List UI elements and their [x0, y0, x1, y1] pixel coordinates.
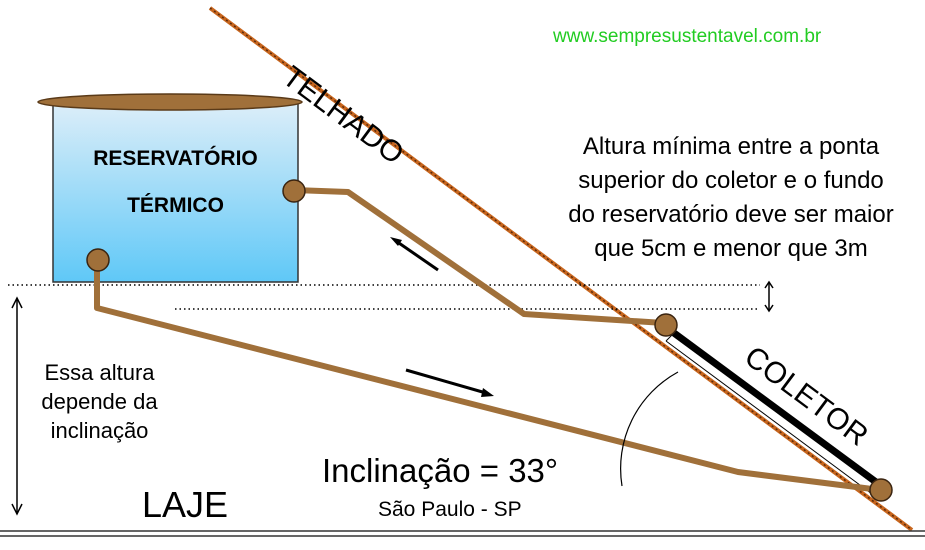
hot-flow-arrow: [390, 237, 439, 272]
slab-line: [0, 530, 925, 537]
slab-label: LAJE: [142, 484, 229, 525]
location-label: São Paulo - SP: [378, 498, 522, 521]
height-note-line2: depende da: [41, 389, 158, 414]
cold-water-pipe: [94, 261, 881, 493]
minimum-height-note-line2: superior do coletor e o fundo: [578, 167, 884, 194]
reservoir-label: RESERVATÓRIO TÉRMICO: [58, 135, 293, 229]
height-note-line1: Essa altura: [44, 360, 155, 385]
minimum-height-note-line3: do reservatório deve ser maior: [568, 201, 894, 228]
minimum-height-note-line1: Altura mínima entre a ponta: [582, 133, 880, 160]
collector-top-connector: [654, 313, 678, 337]
tank-hot-inlet: [282, 179, 306, 203]
height-note: Essa altura depende da inclinação: [27, 358, 172, 445]
reservoir-label-line1: RESERVATÓRIO: [93, 147, 258, 170]
collector-bottom-connector: [869, 478, 893, 502]
tank-cold-outlet: [86, 248, 110, 272]
min-height-arrow: [764, 280, 774, 313]
height-arrow: [11, 296, 23, 516]
minimum-height-note-line4: que 5cm e menor que 3m: [594, 235, 868, 262]
minimum-height-note: Altura mínima entre a ponta superior do …: [526, 130, 925, 266]
inclination-angle-arc: [620, 371, 679, 487]
reservoir-lid: [37, 93, 303, 111]
cold-flow-arrow: [405, 368, 494, 397]
website-url[interactable]: www.sempresustentavel.com.br: [553, 26, 822, 47]
reservoir-label-line2: TÉRMICO: [127, 194, 224, 217]
roof-line: [208, 6, 914, 532]
inclination-label: Inclinação = 33°: [322, 452, 559, 489]
hot-water-pipe: [293, 187, 665, 326]
height-note-line3: inclinação: [50, 418, 149, 443]
